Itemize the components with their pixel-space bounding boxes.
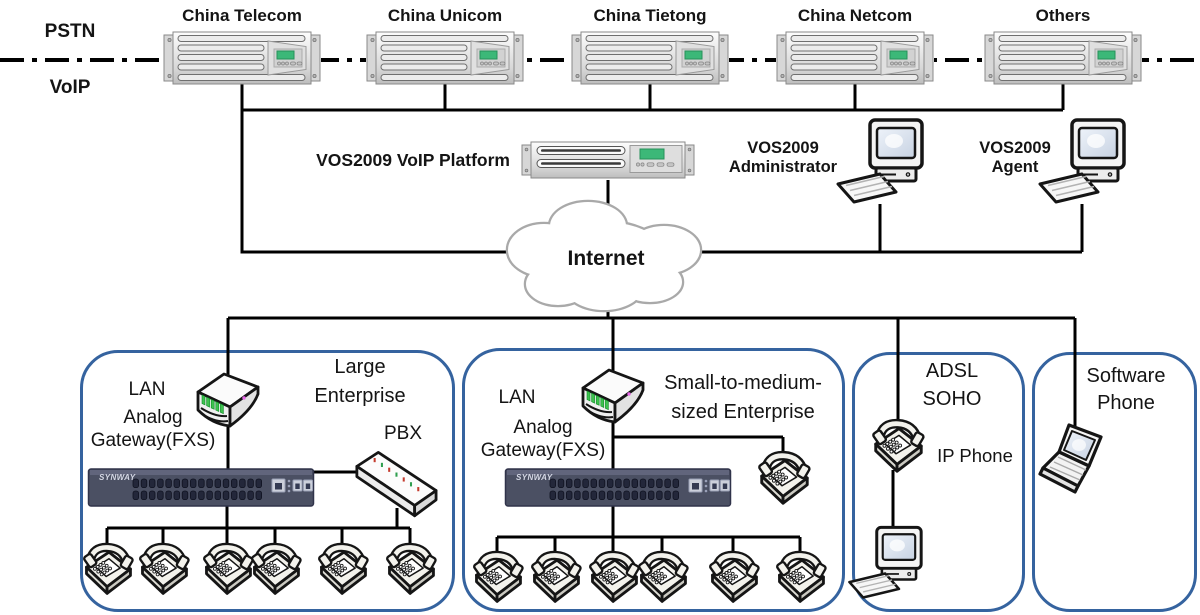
carrier-server-icon <box>365 30 525 86</box>
soho-computer-icon <box>846 524 928 606</box>
software-phone-title: Software Phone <box>1064 363 1188 417</box>
large-gateway-label-line2: Gateway(FXS) <box>90 429 216 451</box>
large-gateway-label-line1: Analog <box>123 407 183 428</box>
analog-phone-icon <box>771 548 831 606</box>
large-enterprise-title: Large Enterprise <box>278 353 442 411</box>
carrier-server-icon <box>983 30 1143 86</box>
analog-gateway-icon: SYNWAY <box>83 462 319 508</box>
sme-gateway-label-line2: Gateway(FXS) <box>480 439 606 461</box>
sme-box <box>462 348 845 612</box>
analog-gateway-chassis <box>83 462 319 508</box>
adsl-soho-box <box>852 352 1025 612</box>
carrier-label-china-tietong: China Tietong <box>593 6 707 25</box>
gateway-brand-label: SYNWAY <box>99 473 136 482</box>
agent-label: VOS2009 Agent <box>952 139 1078 177</box>
platform-label: VOS2009 VoIP Platform <box>316 150 510 170</box>
carrier-server-icon <box>162 30 322 86</box>
pbx-icon <box>344 444 448 526</box>
ip-phone-icon <box>867 416 929 476</box>
pstn-label: PSTN <box>44 21 96 42</box>
sme-title-line1: Small-to-medium- <box>664 372 822 394</box>
adsl-soho-title: ADSL SOHO <box>878 357 1026 413</box>
analog-phone-icon <box>704 548 764 606</box>
sme-lan-label: LAN <box>498 387 536 408</box>
large-enterprise-title-line2: Enterprise <box>314 385 406 407</box>
pbx-label: PBX <box>383 423 423 444</box>
carrier-label-china-telecom: China Telecom <box>182 6 302 25</box>
sme-gateway-label: Analog Gateway(FXS) <box>462 417 624 462</box>
voip-label: VoIP <box>49 77 91 98</box>
gateway-brand-label: SYNWAY <box>516 473 553 482</box>
administrator-label: VOS2009 Administrator <box>720 139 846 177</box>
agent-label-line2: Agent <box>991 157 1039 176</box>
large-lan-label: LAN <box>128 379 166 400</box>
large-gateway-label: Analog Gateway(FXS) <box>74 407 232 452</box>
analog-gateway-icon: SYNWAY <box>500 462 736 508</box>
software-phone-title-line1: Software <box>1086 365 1166 387</box>
carrier-label-china-unicom: China Unicom <box>387 6 503 25</box>
software-phone-box <box>1032 352 1197 612</box>
administrator-label-line1: VOS2009 <box>747 139 819 157</box>
solid-links <box>105 84 1084 558</box>
carrier-label-china-netcom: China Netcom <box>797 6 913 25</box>
analog-gateway-chassis <box>500 462 736 508</box>
agent-label-line1: VOS2009 <box>979 139 1051 157</box>
administrator-label-line2: Administrator <box>728 157 838 176</box>
ip-phone-label: IP Phone <box>937 445 1013 466</box>
large-enterprise-title-line1: Large <box>334 356 386 378</box>
analog-phone-icon <box>381 540 441 598</box>
carrier-label-others: Others <box>1035 6 1091 25</box>
analog-phone-icon <box>633 548 693 606</box>
voip-platform-server-icon <box>520 140 696 180</box>
analog-phone-icon <box>526 548 586 606</box>
administrator-computer-icon <box>834 116 930 212</box>
analog-phone-icon <box>134 540 194 598</box>
analog-phone-icon <box>468 548 528 606</box>
laptop-icon <box>1034 420 1114 500</box>
large-enterprise-box <box>80 350 455 612</box>
software-phone-title-line2: Phone <box>1097 392 1155 414</box>
adsl-soho-title-line1: ADSL <box>925 360 979 382</box>
sme-gateway-label-line1: Analog <box>513 417 573 438</box>
analog-phone-icon <box>753 448 815 508</box>
analog-phone-icon <box>246 540 306 598</box>
analog-phone-icon <box>78 540 138 598</box>
carrier-server-icon <box>570 30 730 86</box>
carrier-server-icon <box>775 30 935 86</box>
analog-phone-icon <box>313 540 373 598</box>
internet-label: Internet <box>567 247 645 270</box>
sme-title: Small-to-medium- sized Enterprise <box>636 369 850 427</box>
adsl-soho-title-line2: SOHO <box>922 388 982 410</box>
sme-title-line2: sized Enterprise <box>671 401 815 423</box>
